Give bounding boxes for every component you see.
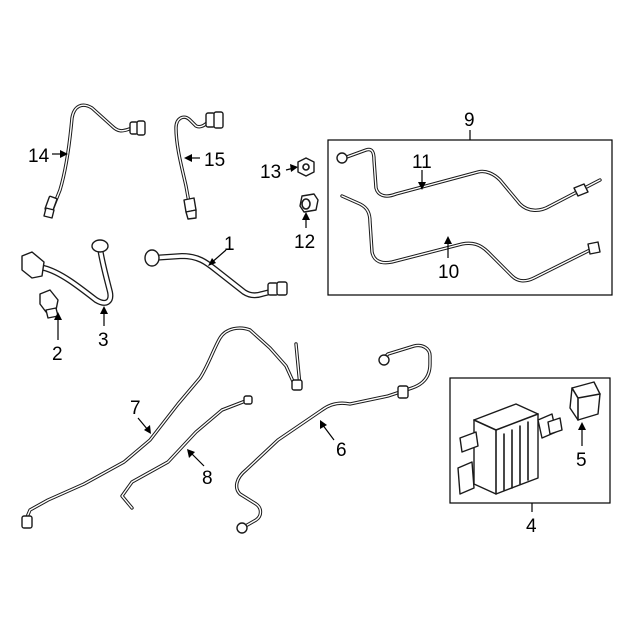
callout-6: 6 (336, 440, 347, 461)
part-13-clip[interactable] (297, 157, 315, 177)
part-4-vapor-canister[interactable] (457, 403, 563, 495)
leader-6 (320, 420, 335, 441)
part-8-fuel-line[interactable] (120, 395, 253, 510)
callout-7: 7 (130, 398, 141, 419)
leader-5 (578, 422, 586, 446)
part-15-oxygen-sensor[interactable] (174, 111, 224, 220)
part-3-vent-hose[interactable] (21, 239, 114, 306)
part-14-oxygen-sensor[interactable] (43, 103, 146, 219)
leader-10 (444, 236, 452, 258)
leader-8 (187, 449, 205, 467)
leader-2 (54, 312, 62, 340)
callout-3: 3 (98, 330, 109, 351)
callout-9: 9 (464, 110, 475, 131)
part-6-fuel-line[interactable] (234, 343, 432, 534)
leader-1 (208, 249, 227, 266)
callout-15: 15 (204, 150, 225, 171)
part-5-sensor[interactable] (569, 381, 601, 421)
part-7-fuel-line[interactable] (21, 326, 303, 529)
leader-14 (52, 150, 68, 158)
callout-10: 10 (438, 262, 459, 283)
leader-15 (184, 154, 200, 162)
part-2-connector[interactable] (39, 289, 59, 319)
leader-13 (285, 164, 298, 172)
callout-12: 12 (294, 232, 315, 253)
leader-7 (137, 417, 151, 434)
leader-11 (418, 170, 426, 190)
callout-4: 4 (526, 516, 537, 537)
callout-1: 1 (224, 234, 235, 255)
callout-2: 2 (52, 344, 63, 365)
callout-13: 13 (260, 162, 281, 183)
group-box-4 (449, 377, 611, 504)
callout-8: 8 (202, 468, 213, 489)
callout-5: 5 (576, 450, 587, 471)
leader-12 (302, 212, 310, 228)
part-1-hose[interactable] (144, 249, 288, 299)
leader-3 (100, 306, 108, 326)
part-10-vapor-line[interactable] (340, 194, 601, 283)
part-11-vapor-line[interactable] (336, 147, 602, 212)
callout-14: 14 (28, 146, 50, 167)
callout-11: 11 (412, 152, 432, 173)
part-12-grommet[interactable] (299, 193, 319, 213)
